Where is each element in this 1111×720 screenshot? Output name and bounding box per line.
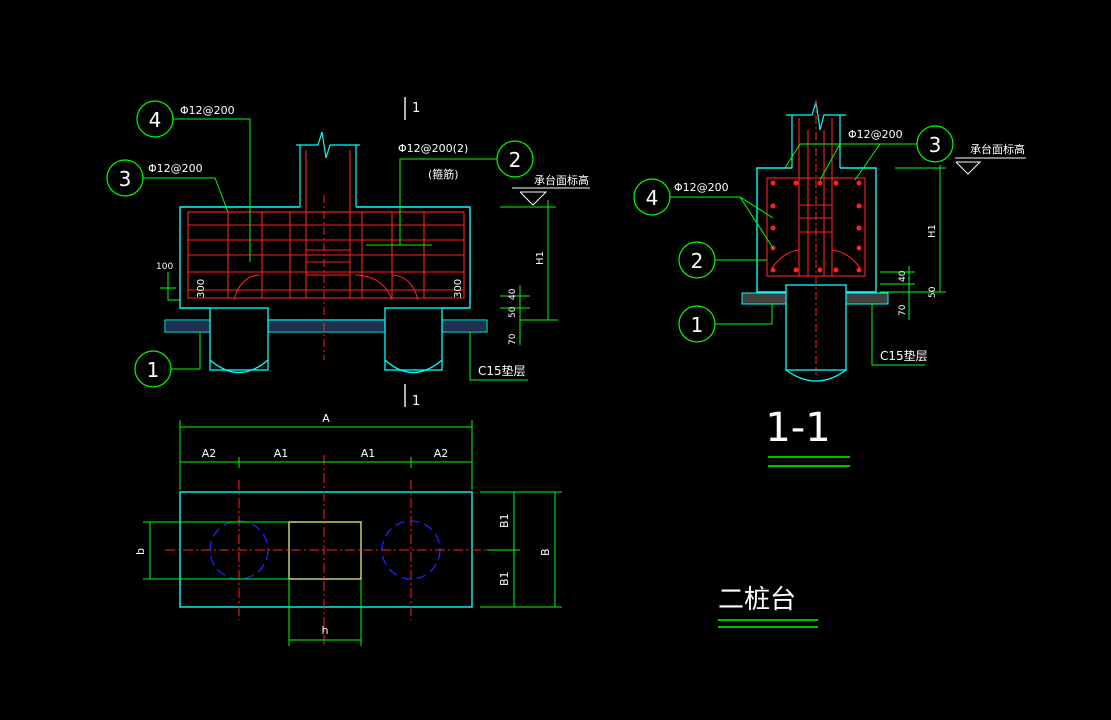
plan-dim-a1-right: A1 — [361, 447, 376, 460]
cap-rebar-grid — [187, 150, 465, 301]
plan-dim-a1-left: A1 — [274, 447, 289, 460]
section-dim-70: 70 — [898, 304, 908, 316]
dim-70: 70 — [508, 333, 518, 345]
callout-1-leader — [171, 332, 201, 370]
section-column-break — [786, 101, 846, 131]
section-cushion-leader — [871, 304, 925, 366]
plan-dim-b: b — [134, 548, 147, 555]
callout-2-leader — [399, 158, 497, 245]
section-callout-1-leader — [715, 304, 773, 325]
plan-dim-h: h — [322, 624, 329, 637]
dim-50: 50 — [508, 306, 518, 318]
callout-2-label: 2 — [509, 148, 522, 172]
section-right-dimensions — [880, 165, 946, 320]
dim-300-left: 300 — [196, 279, 207, 298]
section-dim-50: 50 — [928, 286, 938, 298]
section-bar-3-leader-b — [819, 143, 841, 181]
pile-cap-outline — [179, 206, 300, 309]
callout-4-label: 4 — [149, 108, 162, 132]
bar-3-label: Φ12@200 — [148, 162, 203, 175]
section-dim-40: 40 — [898, 270, 908, 282]
section-cap-outline — [756, 167, 792, 293]
bar-4-label: Φ12@200 — [180, 104, 235, 117]
section-rebar — [766, 118, 866, 277]
cap-elevation-symbol — [519, 191, 548, 206]
section-cushion-label: C15垫层 — [880, 348, 928, 363]
plan-dim-a2-right: A2 — [434, 447, 449, 460]
column-break-line — [296, 131, 360, 159]
right-pile — [384, 307, 443, 373]
section-cap-outline-right — [840, 167, 877, 293]
plan-left-dimension — [143, 521, 289, 580]
section-bar-3-leader-c — [854, 143, 881, 181]
cushion-leader — [469, 332, 528, 381]
section-bar-3-label: Φ12@200 — [848, 128, 903, 141]
plan-center-lines — [165, 455, 487, 645]
cushion-label: C15垫层 — [478, 363, 526, 378]
plan-dim-b1-bottom: B1 — [498, 571, 511, 586]
dim-h1: H1 — [535, 251, 546, 265]
plan-top-dimensions — [179, 420, 473, 490]
section-callout-4-label: 4 — [646, 186, 659, 210]
section-callout-3-leader — [784, 143, 917, 169]
section-cap-top-elevation-label: 承台面标高 — [970, 142, 1025, 156]
plan-dim-a2-left: A2 — [202, 447, 217, 460]
plan-view: A A2 A1 A1 A2 b h B1 B1 B — [134, 412, 562, 646]
section-view: 3 Φ12@200 承台面标高 4 Φ12@200 2 1 — [633, 100, 1026, 467]
section-callout-2-label: 2 — [691, 249, 704, 273]
bar-2-label: Φ12@200(2) — [398, 142, 468, 155]
bar-2-note: (箍筋) — [428, 167, 459, 181]
section-callout-1-label: 1 — [691, 313, 704, 337]
elevation-right-dimensions — [500, 200, 558, 345]
section-mark-top: 1 — [412, 101, 420, 116]
cap-top-elevation-label: 承台面标高 — [534, 173, 589, 187]
section-title: 1-1 — [765, 405, 830, 451]
section-bar-4-leader-b — [739, 196, 774, 219]
dim-300-right: 300 — [453, 279, 464, 298]
plan-dim-a: A — [322, 412, 330, 425]
callout-1-label: 1 — [147, 358, 160, 382]
plan-dim-b: B — [539, 548, 552, 556]
pile-cap-outline-right — [356, 206, 471, 309]
section-rebar-dots — [770, 180, 862, 273]
dim-100-leader — [167, 272, 180, 301]
plan-right-dimensions — [480, 491, 562, 608]
plan-dim-b1-top: B1 — [498, 513, 511, 528]
dim-100: 100 — [156, 262, 173, 272]
cushion-hatch — [166, 321, 486, 331]
plan-column-outline — [288, 521, 362, 580]
dim-40: 40 — [508, 288, 518, 300]
section-dim-h1: H1 — [927, 224, 938, 238]
section-bar-4-label: Φ12@200 — [674, 181, 729, 194]
plan-bottom-dimension — [288, 579, 362, 646]
section-elevation-symbol — [955, 161, 982, 175]
callout-3-leader — [143, 177, 229, 213]
left-pile — [209, 307, 269, 373]
callout-4-leader — [173, 118, 251, 262]
section-mark-bottom: 1 — [412, 394, 420, 409]
callout-3-label: 3 — [119, 167, 132, 191]
elevation-view: 1 1 4 Φ12@200 3 Φ12@200 2 Φ12@200(2) (箍筋… — [106, 97, 590, 409]
drawing-title: 二桩台 — [718, 585, 796, 615]
section-callout-3-label: 3 — [929, 133, 942, 157]
c15-cushion — [164, 319, 488, 333]
